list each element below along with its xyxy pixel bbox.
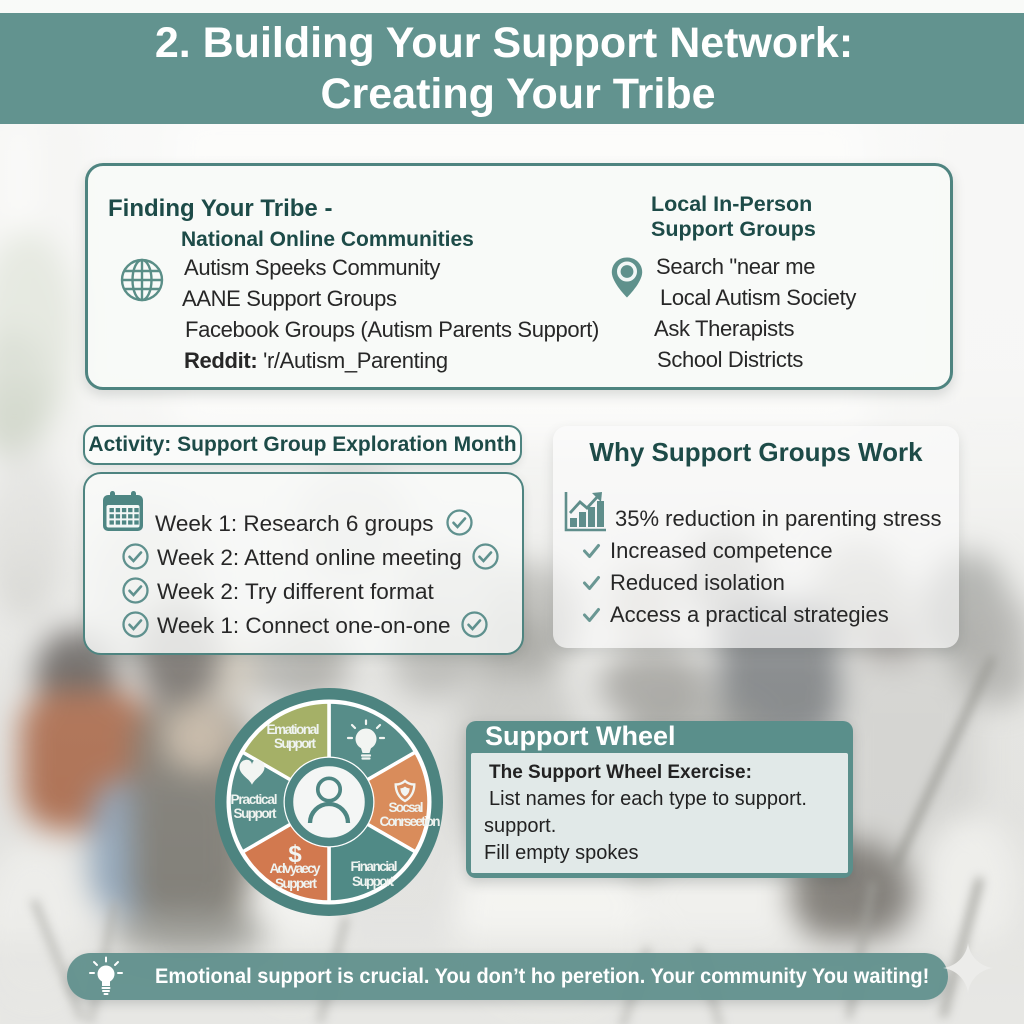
svg-text:Support: Support xyxy=(352,874,395,889)
svg-text:Financial: Financial xyxy=(351,859,398,874)
svg-text:Socsal: Socsal xyxy=(389,800,424,815)
svg-text:Emational: Emational xyxy=(267,722,320,737)
svg-text:Practical: Practical xyxy=(231,792,278,807)
svg-text:Support: Support xyxy=(274,736,317,751)
svg-text:Conrseetion: Conrseetion xyxy=(380,814,441,829)
svg-text:Advyaecy: Advyaecy xyxy=(270,861,321,876)
svg-text:Support: Support xyxy=(234,806,278,821)
svg-text:Suppert: Suppert xyxy=(275,876,318,891)
svg-text:$: $ xyxy=(288,841,302,868)
